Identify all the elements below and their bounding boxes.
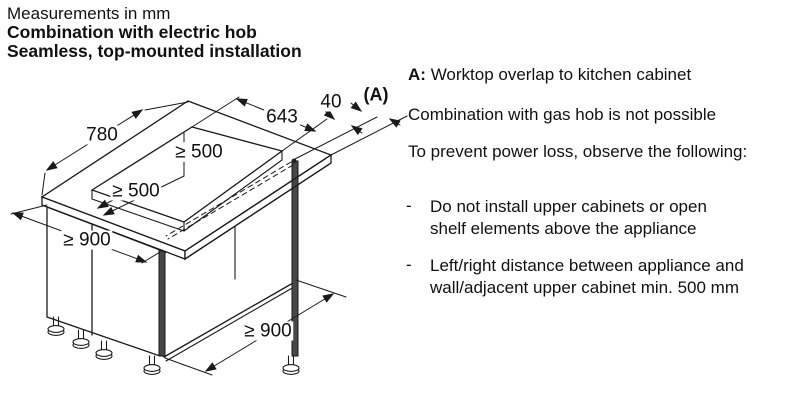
dimension-lines: [10, 96, 408, 376]
foot: [143, 355, 161, 375]
bullet-marker: -: [406, 196, 412, 215]
bullet-line: Do not install upper cabinets or open: [430, 197, 707, 216]
cabinet-feet: [47, 316, 300, 375]
ext-seam: [292, 116, 378, 161]
cabinet-right-wall: [184, 154, 332, 357]
note-power: To prevent power loss, observe the follo…: [408, 142, 748, 161]
dimension-label-643: 643: [264, 106, 300, 128]
note-overlap-text: Worktop overlap to kitchen cabinet: [430, 65, 692, 84]
note-overlap: A: Worktop overlap to kitchen cabinet: [408, 64, 691, 86]
seam-dash-1: [165, 161, 292, 237]
worktop-edge-overdraw-bottom: [184, 162, 332, 260]
dimension-label-500-back: ≥ 500: [173, 141, 225, 163]
note-overlap-prefix: A:: [408, 65, 426, 84]
foot: [47, 316, 65, 336]
bullet-line: wall/adjacent upper cabinet min. 500 mm: [430, 278, 739, 297]
dim-500-front: [96, 198, 116, 209]
foot: [72, 329, 90, 349]
foot: [282, 355, 300, 375]
note-gas: Combination with gas hob is not possible: [408, 105, 717, 124]
cabinet-floor-edge: [163, 282, 294, 358]
header-installation: Seamless, top-mounted installation: [7, 41, 302, 61]
page-header: Measurements in mm Combination with elec…: [7, 4, 302, 61]
header-combination: Combination with electric hob: [7, 22, 257, 42]
bullet-line: shelf elements above the appliance: [430, 219, 697, 238]
dimension-label-A: (A): [361, 84, 391, 105]
dim-40: [323, 109, 363, 136]
header-measurements: Measurements in mm: [7, 4, 171, 23]
cutout-inner-right-edge: [183, 159, 283, 232]
cabinet-front-corner-post: [158, 249, 166, 358]
worktop-edge-overdraw-top: [184, 154, 332, 252]
cabinet-floor-thickness: [165, 286, 295, 362]
dimension-label-500-front: ≥ 500: [110, 180, 162, 202]
bullet-upper-cabinets: Do not install upper cabinets or open sh…: [430, 196, 707, 240]
dimension-label-900-depth: ≥ 900: [242, 320, 294, 342]
dimension-label-40: 40: [318, 91, 344, 113]
dim-overlap-a: [350, 101, 401, 128]
dimension-label-780: 780: [84, 124, 120, 146]
dimension-label-900-width: ≥ 900: [61, 229, 113, 251]
bullet-side-distance: Left/right distance between appliance an…: [430, 255, 744, 299]
hidden-cabinet-edge-dashed: [165, 161, 294, 240]
foot: [95, 340, 113, 360]
bullet-marker: -: [406, 255, 412, 274]
bullet-line: Left/right distance between appliance an…: [430, 256, 744, 275]
seam-dash-2: [167, 164, 294, 240]
